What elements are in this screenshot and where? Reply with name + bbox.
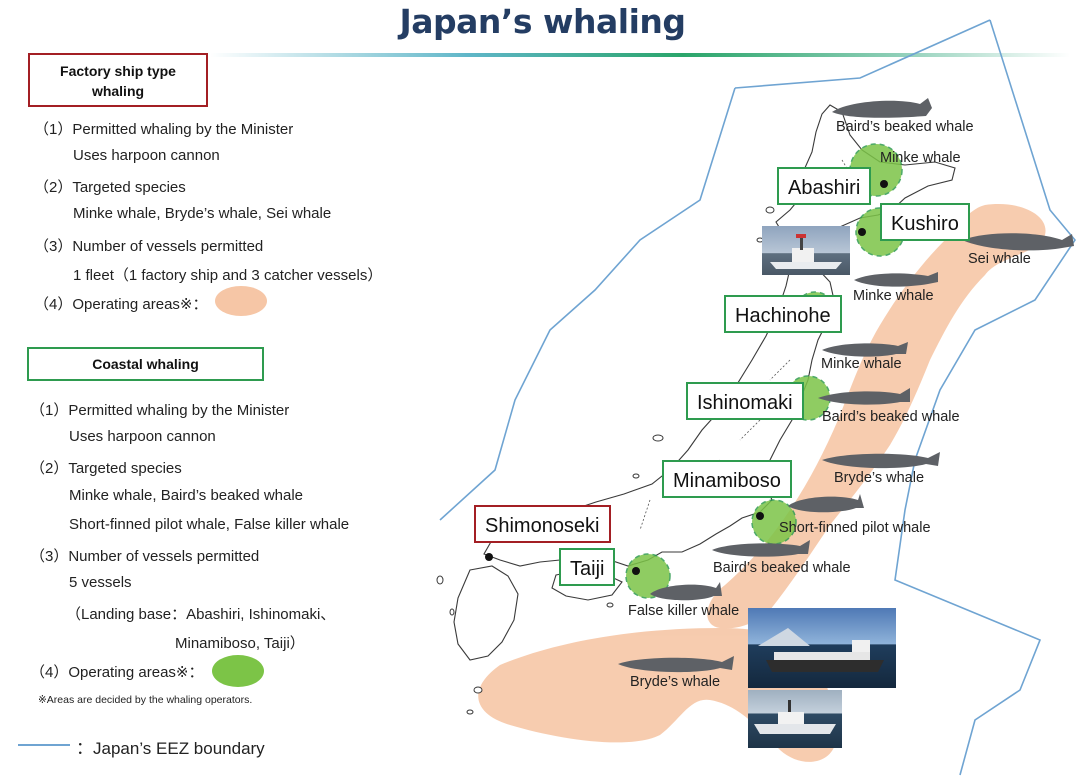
whale-label-bairds-boso: Baird’s beaked whale bbox=[713, 560, 851, 576]
whale-label-sei: Sei whale bbox=[968, 251, 1031, 267]
factory-line-4: Minke whale, Bryde’s whale, Sei whale bbox=[73, 205, 332, 222]
factory-line-1: （1）Permitted whaling by the Minister bbox=[34, 121, 294, 138]
minke-whale-icon-hachinohe bbox=[822, 342, 908, 357]
factory-area-swatch bbox=[215, 286, 267, 316]
factory-line-5: （3）Number of vessels permitted bbox=[34, 238, 264, 255]
sei-whale-icon bbox=[962, 233, 1074, 251]
place-ishinomaki: Ishinomaki bbox=[686, 382, 804, 420]
factory-line-6: 1 fleet（1 factory ship and 3 catcher ves… bbox=[73, 267, 383, 284]
coastal-line-7: 5 vessels bbox=[69, 574, 132, 591]
small-islands bbox=[436, 206, 775, 715]
brydes-whale-icon-east bbox=[822, 452, 940, 469]
coastal-line-4: Minke whale, Baird’s beaked whale bbox=[69, 487, 304, 504]
factory-ship-heading: Factory ship type whaling bbox=[28, 53, 208, 107]
coastal-note: ※Areas are decided by the whaling operat… bbox=[38, 694, 253, 706]
coastal-line-3: （2）Targeted species bbox=[30, 460, 182, 477]
bairds-whale-icon-boso bbox=[712, 540, 810, 557]
whale-illustrations bbox=[618, 98, 1074, 673]
coastal-area-swatch bbox=[212, 655, 264, 687]
whale-label-minke-hachinohe: Minke whale bbox=[821, 356, 902, 372]
place-shimonoseki: Shimonoseki bbox=[474, 505, 611, 543]
pilot-whale-icon bbox=[788, 494, 864, 513]
page-title: Japan’s whaling bbox=[399, 2, 686, 41]
coastal-line-8: （Landing base：Abashiri, Ishinomaki、 bbox=[66, 606, 336, 623]
bairds-whale-icon-north bbox=[832, 98, 932, 118]
whale-label-brydes-east: Bryde’s whale bbox=[834, 470, 925, 486]
catcher-ship-photo bbox=[748, 690, 842, 748]
whale-label-minke-abashiri: Minke whale bbox=[880, 150, 961, 166]
whale-label-pilot: Short-finned pilot whale bbox=[779, 520, 931, 536]
place-kushiro: Kushiro bbox=[880, 203, 970, 241]
coastal-heading: Coastal whaling bbox=[27, 347, 264, 381]
whale-label-minke-kushiro: Minke whale bbox=[853, 288, 934, 304]
false-killer-whale-icon bbox=[650, 582, 722, 601]
minke-whale-icon-kushiro bbox=[854, 272, 938, 287]
place-hachinohe: Hachinohe bbox=[724, 295, 842, 333]
coastal-line-2: Uses harpoon cannon bbox=[69, 428, 216, 445]
catcher-vessel-photo bbox=[762, 226, 850, 275]
whale-label-bairds-north: Baird’s beaked whale bbox=[836, 119, 974, 135]
eez-legend-line bbox=[18, 744, 70, 746]
place-abashiri: Abashiri bbox=[777, 167, 872, 205]
place-minamiboso: Minamiboso bbox=[662, 460, 792, 498]
whale-label-false-killer: False killer whale bbox=[628, 603, 740, 619]
coastal-line-9: Minamiboso, Taiji） bbox=[175, 635, 305, 652]
whale-label-brydes-south: Bryde’s whale bbox=[630, 674, 721, 690]
title-underline bbox=[210, 53, 1070, 57]
coastal-line-1: （1）Permitted whaling by the Minister bbox=[30, 402, 290, 419]
factory-ship-photo bbox=[748, 608, 896, 688]
factory-line-2: Uses harpoon cannon bbox=[73, 147, 220, 164]
coastal-line-10: （4）Operating areas※： bbox=[30, 664, 204, 681]
coastal-line-6: （3）Number of vessels permitted bbox=[30, 548, 260, 565]
kyushu bbox=[453, 565, 519, 661]
factory-line-7: （4）Operating areas※： bbox=[34, 296, 208, 313]
whale-label-bairds-ishinomaki: Baird’s beaked whale bbox=[822, 409, 960, 425]
place-taiji: Taiji bbox=[559, 548, 616, 586]
coastal-line-5: Short-finned pilot whale, False killer w… bbox=[69, 516, 350, 533]
brydes-whale-icon-south bbox=[618, 656, 734, 673]
bairds-whale-icon-ishinomaki bbox=[818, 388, 910, 405]
factory-line-3: （2）Targeted species bbox=[34, 179, 186, 196]
place-markers bbox=[485, 180, 888, 575]
eez-legend-label: ：Japan’s EEZ boundary bbox=[76, 739, 265, 758]
